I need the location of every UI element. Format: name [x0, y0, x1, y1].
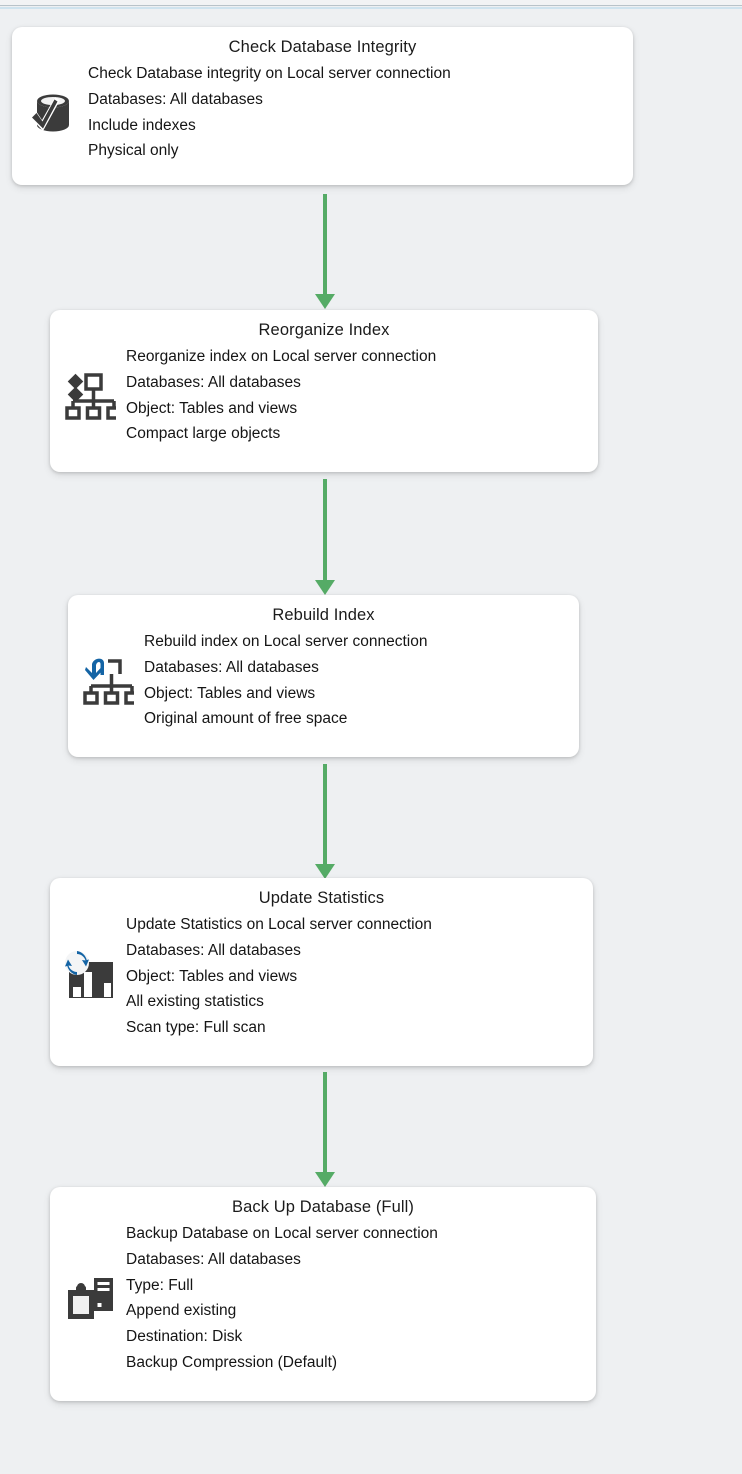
database-check-icon — [26, 87, 78, 139]
task-detail-line: Destination: Disk — [126, 1328, 243, 1346]
task-detail-line: Physical only — [88, 142, 179, 160]
task-detail-line: Compact large objects — [126, 425, 281, 443]
backup-database-icon — [64, 1272, 116, 1324]
task-title: Update Statistics — [258, 889, 385, 907]
connector-shaft — [323, 1072, 327, 1172]
connector-shaft — [323, 479, 327, 580]
task-body: Update Statistics on Local server connec… — [50, 908, 593, 1051]
task-detail-line: Backup Database on Local server connecti… — [126, 1225, 438, 1242]
task-detail-line: Databases: All databases — [144, 658, 319, 676]
task-title: Rebuild Index — [272, 606, 375, 624]
task-body: Rebuild index on Local server connection… — [68, 625, 579, 742]
task-title: Back Up Database (Full) — [231, 1198, 415, 1216]
task-detail-line: Databases: All databases — [126, 1250, 301, 1268]
task-node-update-statistics[interactable]: Update Statistics Update Statistics on L… — [50, 878, 593, 1066]
task-detail-line: Databases: All databases — [126, 373, 301, 391]
window-accent-strip — [0, 7, 742, 9]
task-detail-line: Original amount of free space — [144, 710, 348, 728]
connector-shaft — [323, 194, 327, 294]
connector-shaft — [323, 764, 327, 864]
task-node-back-up-database-full[interactable]: Back Up Database (Full) Backup Database … — [50, 1187, 596, 1401]
task-detail-lines: Update Statistics on Local server connec… — [126, 912, 583, 1041]
task-title: Check Database Integrity — [228, 38, 417, 56]
task-node-reorganize-index[interactable]: Reorganize Index Reorganize index on Loc… — [50, 310, 598, 472]
task-detail-line: Type: Full — [126, 1276, 194, 1294]
rebuild-index-icon — [82, 655, 134, 707]
task-detail-line: Object: Tables and views — [126, 967, 298, 985]
task-detail-line: Scan type: Full scan — [126, 1019, 266, 1037]
task-detail-line: All existing statistics — [126, 993, 264, 1011]
task-detail-line: Backup Compression (Default) — [126, 1353, 338, 1371]
connector-arrowhead — [315, 580, 335, 595]
connector-arrowhead — [315, 294, 335, 309]
task-detail-line: Check Database integrity on Local server… — [88, 65, 451, 82]
task-node-check-database-integrity[interactable]: Check Database Integrity Check Database … — [12, 27, 633, 185]
connector-arrow[interactable] — [312, 479, 338, 595]
task-title: Reorganize Index — [258, 321, 390, 339]
task-detail-lines: Rebuild index on Local server connection… — [144, 629, 569, 732]
connector-arrow[interactable] — [312, 1072, 338, 1187]
reorganize-index-icon — [64, 370, 116, 422]
task-detail-line: Append existing — [126, 1302, 237, 1320]
task-detail-line: Update Statistics on Local server connec… — [126, 916, 432, 933]
connector-arrowhead — [315, 1172, 335, 1187]
task-detail-line: Object: Tables and views — [144, 684, 316, 702]
connector-arrow[interactable] — [312, 194, 338, 309]
task-detail-lines: Backup Database on Local server connecti… — [126, 1221, 586, 1376]
task-detail-lines: Reorganize index on Local server connect… — [126, 344, 588, 447]
window-top-chrome — [0, 0, 742, 6]
task-node-rebuild-index[interactable]: Rebuild Index Rebuild index on Local ser… — [68, 595, 579, 757]
task-detail-line: Object: Tables and views — [126, 399, 298, 417]
task-detail-line: Include indexes — [88, 116, 196, 134]
task-detail-line: Rebuild index on Local server connection — [144, 633, 428, 650]
task-detail-line: Reorganize index on Local server connect… — [126, 348, 437, 365]
task-detail-lines: Check Database integrity on Local server… — [88, 61, 623, 164]
connector-arrow[interactable] — [312, 764, 338, 879]
task-body: Backup Database on Local server connecti… — [50, 1217, 596, 1386]
task-body: Check Database integrity on Local server… — [12, 57, 633, 174]
maintenance-plan-design-canvas[interactable]: Check Database Integrity Check Database … — [0, 9, 742, 1474]
task-detail-line: Databases: All databases — [126, 941, 301, 959]
task-detail-line: Databases: All databases — [88, 90, 263, 108]
connector-arrowhead — [315, 864, 335, 879]
update-statistics-icon — [64, 950, 116, 1002]
task-body: Reorganize index on Local server connect… — [50, 340, 598, 457]
